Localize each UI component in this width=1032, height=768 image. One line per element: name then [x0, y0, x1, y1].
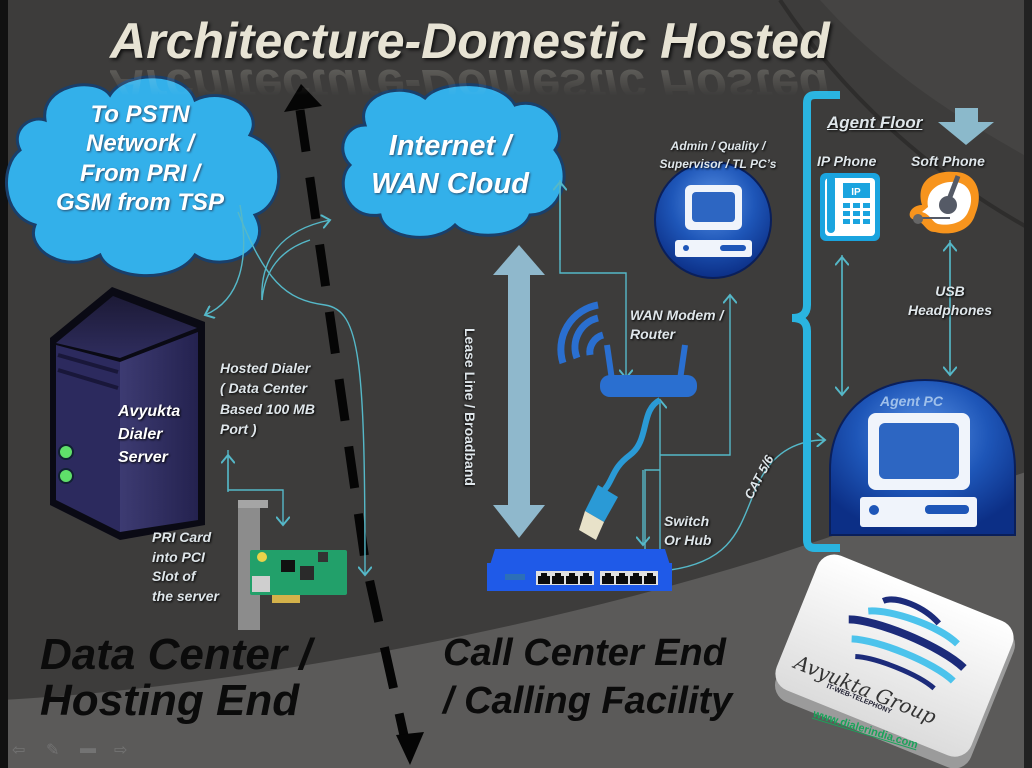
switch-port	[566, 573, 578, 584]
headphones-label-line: USB	[935, 283, 965, 299]
server-label-line: Avyukta	[118, 403, 181, 420]
pri-label-line: PRI Card	[152, 529, 212, 545]
admin-pc-label: Admin / Quality / Supervisor / TL PC’s	[628, 137, 808, 173]
call-center-zone-label: Call Center End / Calling Facility	[443, 630, 732, 725]
agent-pc-icon	[829, 378, 1016, 536]
dialer-server-icon	[50, 287, 205, 540]
zone-line: Data Center /	[40, 630, 312, 679]
internet-line-1: Internet /	[388, 130, 512, 162]
pri-label-line: into PCI	[152, 548, 205, 565]
description-line: Port )	[220, 420, 257, 437]
headphones-label-line: Headphones	[907, 301, 992, 318]
lease-line-arrow	[493, 245, 545, 538]
ethernet-cable-icon	[579, 397, 662, 540]
internet-line-2: WAN Cloud	[371, 167, 529, 200]
separator-arrowhead-up	[284, 84, 322, 112]
ip-phone-label: IP Phone	[817, 153, 877, 169]
data-center-zone-label: Data Center / Hosting End	[40, 630, 312, 726]
background-swoosh	[0, 470, 1032, 768]
separator-arrowhead-down	[396, 732, 424, 765]
server-label-line: Dialer	[118, 426, 163, 444]
switch-port	[552, 573, 564, 584]
pri-card-icon	[238, 500, 347, 630]
hosted-dialer-description: Hosted Dialer ( Data Center Based 100 MB…	[220, 358, 315, 439]
pri-card-label: PRI Card into PCI Slot of the server	[152, 528, 219, 606]
switch-port	[644, 573, 656, 584]
agent-floor-heading: Agent Floor	[827, 113, 923, 132]
zone-separator-arrow	[284, 84, 424, 765]
ip-phone-badge: IP	[851, 187, 861, 198]
pstn-line-4: GSM from TSP	[55, 188, 224, 216]
switch-icon	[487, 549, 672, 591]
switch-ports	[536, 571, 658, 585]
agent-floor-bracket	[791, 91, 840, 552]
soft-phone-label: Soft Phone	[911, 153, 985, 169]
description-line: Hosted Dialer	[220, 360, 311, 376]
pen-icon[interactable]: ✎	[46, 742, 60, 759]
admin-label-line: Supervisor / TL PC’s	[659, 157, 777, 171]
pstn-line-3: From PRI /	[79, 159, 200, 187]
switch-port	[616, 573, 628, 584]
zone-line: Hosting End	[40, 676, 300, 726]
switch-port	[580, 573, 592, 584]
prev-arrow-icon[interactable]: ⇦	[12, 742, 26, 759]
switch-label-line: Or Hub	[664, 531, 712, 548]
router-label-line: WAN Modem /	[630, 307, 724, 323]
slide-title: Architecture-Domestic Hosted	[110, 13, 830, 69]
switch-port	[630, 573, 642, 584]
lease-line-label: Lease Line / Broadband	[462, 328, 479, 486]
next-arrow-icon[interactable]: ⇨	[114, 742, 128, 759]
switch-port	[602, 573, 614, 584]
switch-port-group	[536, 571, 594, 585]
router-label: WAN Modem / Router	[630, 306, 723, 344]
zone-line: / Calling Facility	[443, 679, 733, 722]
agent-pc-label: Agent PC	[880, 393, 943, 409]
internet-cloud	[341, 83, 566, 239]
soft-phone-icon	[909, 171, 979, 234]
agent-floor-down-arrow	[938, 108, 994, 145]
admin-pc-icon	[654, 161, 772, 279]
background-swoosh-top	[820, 0, 1032, 160]
description-line: ( Data Center	[220, 380, 308, 397]
ip-phone-icon: IP	[820, 173, 880, 241]
switch-port-group	[600, 571, 658, 585]
pri-label-line: Slot of	[152, 568, 196, 585]
server-label-line: Server	[118, 449, 168, 467]
pstn-cloud	[5, 75, 281, 278]
server-label: Avyukta Dialer Server	[118, 400, 198, 470]
switch-label-line: Switch	[664, 513, 710, 529]
description-line: Based 100 MB	[220, 400, 315, 417]
zone-line: Call Center End	[443, 632, 726, 674]
avyukta-logo	[774, 554, 1016, 768]
admin-label-line: Admin / Quality /	[670, 139, 766, 153]
usb-headphones-label: USB Headphones	[900, 282, 1000, 320]
switch-label: Switch Or Hub	[664, 512, 711, 550]
pstn-cloud-label: To PSTN Network / From PRI / GSM from TS…	[30, 100, 250, 217]
switch-port	[538, 573, 550, 584]
menu-icon[interactable]: ▬	[80, 740, 96, 757]
router-label-line: Router	[630, 325, 676, 342]
connectors	[205, 180, 950, 575]
router-icon	[557, 301, 697, 397]
pstn-line-1: To PSTN	[90, 101, 190, 128]
internet-cloud-label: Internet / WAN Cloud	[355, 128, 545, 203]
pstn-line-2: Network /	[85, 130, 195, 158]
pri-label-line: the server	[152, 587, 219, 604]
